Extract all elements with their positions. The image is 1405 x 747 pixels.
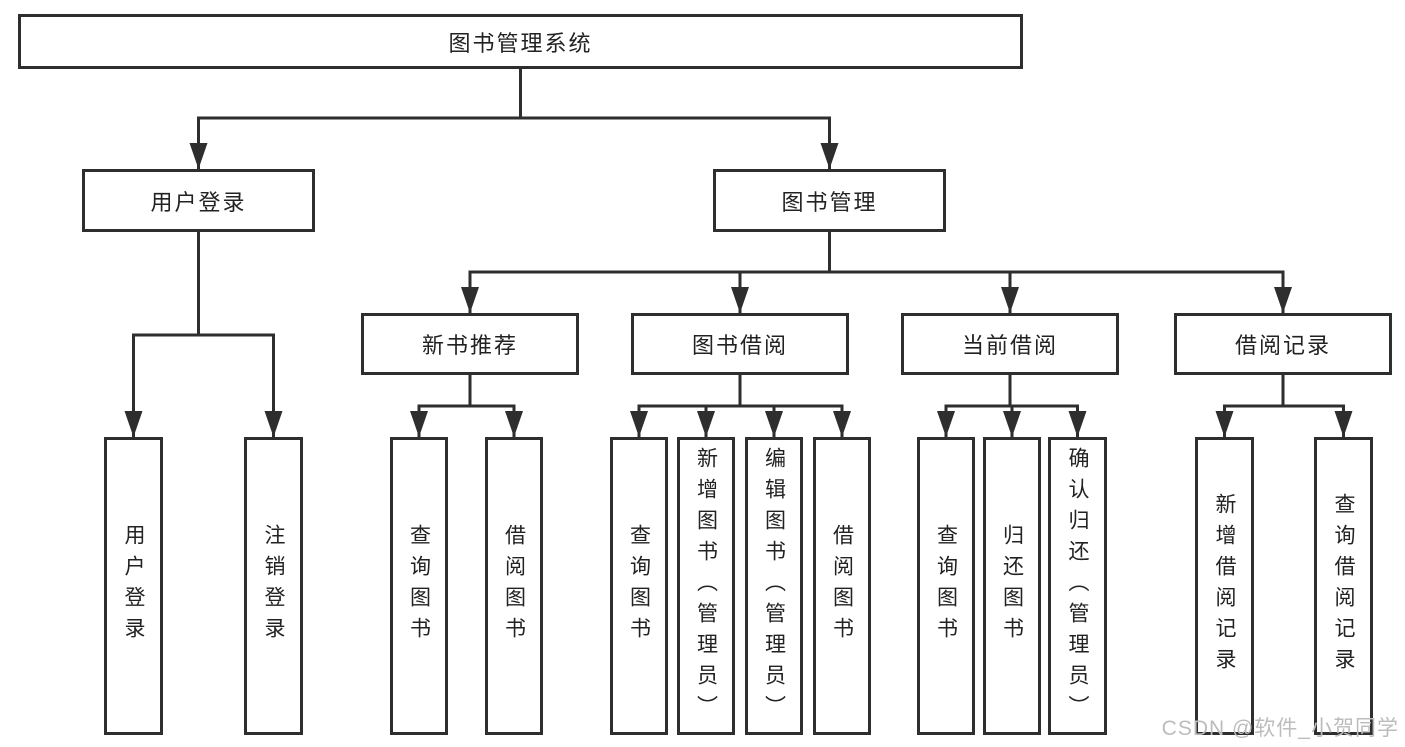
- node-bb-add: 新增图书（管理员）: [677, 437, 735, 735]
- node-leaf-logout: 注销登录: [244, 437, 303, 735]
- node-user-login: 用户登录: [82, 169, 315, 232]
- node-nb-borrow-label: 借阅图书: [502, 524, 526, 648]
- node-cb-confirm: 确认归还（管理员）: [1048, 437, 1107, 735]
- connector-new-book-rec-children: [410, 375, 523, 437]
- node-bb-query: 查询图书: [610, 437, 668, 735]
- node-bb-add-label: 新增图书（管理员）: [694, 446, 718, 726]
- node-root-label: 图书管理系统: [448, 30, 593, 56]
- node-user-login-label: 用户登录: [150, 189, 247, 215]
- node-leaf-user-login-label: 用户登录: [122, 524, 145, 648]
- node-br-add-label: 新增借阅记录: [1213, 493, 1236, 679]
- node-br-add: 新增借阅记录: [1195, 437, 1254, 735]
- node-cb-query: 查询图书: [917, 437, 975, 735]
- connector-current-borrow-children: [937, 375, 1087, 437]
- node-nb-query-label: 查询图书: [407, 524, 431, 648]
- node-nb-borrow: 借阅图书: [485, 437, 543, 735]
- node-new-book-rec: 新书推荐: [361, 313, 579, 375]
- node-bb-edit: 编辑图书（管理员）: [745, 437, 803, 735]
- node-leaf-logout-label: 注销登录: [262, 524, 285, 648]
- node-current-borrow-label: 当前借阅: [961, 333, 1058, 358]
- node-current-borrow: 当前借阅: [901, 313, 1119, 375]
- node-cb-return: 归还图书: [983, 437, 1041, 735]
- node-bb-edit-label: 编辑图书（管理员）: [762, 446, 786, 726]
- node-book-borrow-label: 图书借阅: [691, 333, 788, 358]
- node-bb-query-label: 查询图书: [627, 524, 651, 648]
- node-br-query: 查询借阅记录: [1314, 437, 1373, 735]
- node-cb-confirm-label: 确认归还（管理员）: [1066, 446, 1089, 726]
- node-new-book-rec-label: 新书推荐: [421, 333, 518, 358]
- connector-root-to-level2: [189, 69, 839, 169]
- node-book-borrow: 图书借阅: [631, 313, 849, 375]
- node-book-mgmt: 图书管理: [713, 169, 946, 232]
- node-root: 图书管理系统: [18, 14, 1023, 69]
- node-book-mgmt-label: 图书管理: [781, 189, 878, 215]
- connector-book-borrow-children: [630, 375, 851, 437]
- node-nb-query: 查询图书: [390, 437, 448, 735]
- node-borrow-record: 借阅记录: [1174, 313, 1392, 375]
- node-borrow-record-label: 借阅记录: [1234, 333, 1331, 358]
- node-bb-borrow: 借阅图书: [813, 437, 871, 735]
- connector-user-login-children: [124, 232, 283, 437]
- node-bb-borrow-label: 借阅图书: [830, 524, 854, 648]
- connector-borrow-record-children: [1215, 375, 1353, 437]
- connector-book-mgmt-children: [461, 232, 1292, 313]
- node-br-query-label: 查询借阅记录: [1332, 493, 1355, 679]
- node-cb-return-label: 归还图书: [1000, 524, 1024, 648]
- watermark: CSDN @软件_小贺同学: [1161, 717, 1399, 740]
- node-leaf-user-login: 用户登录: [104, 437, 163, 735]
- node-cb-query-label: 查询图书: [934, 524, 958, 648]
